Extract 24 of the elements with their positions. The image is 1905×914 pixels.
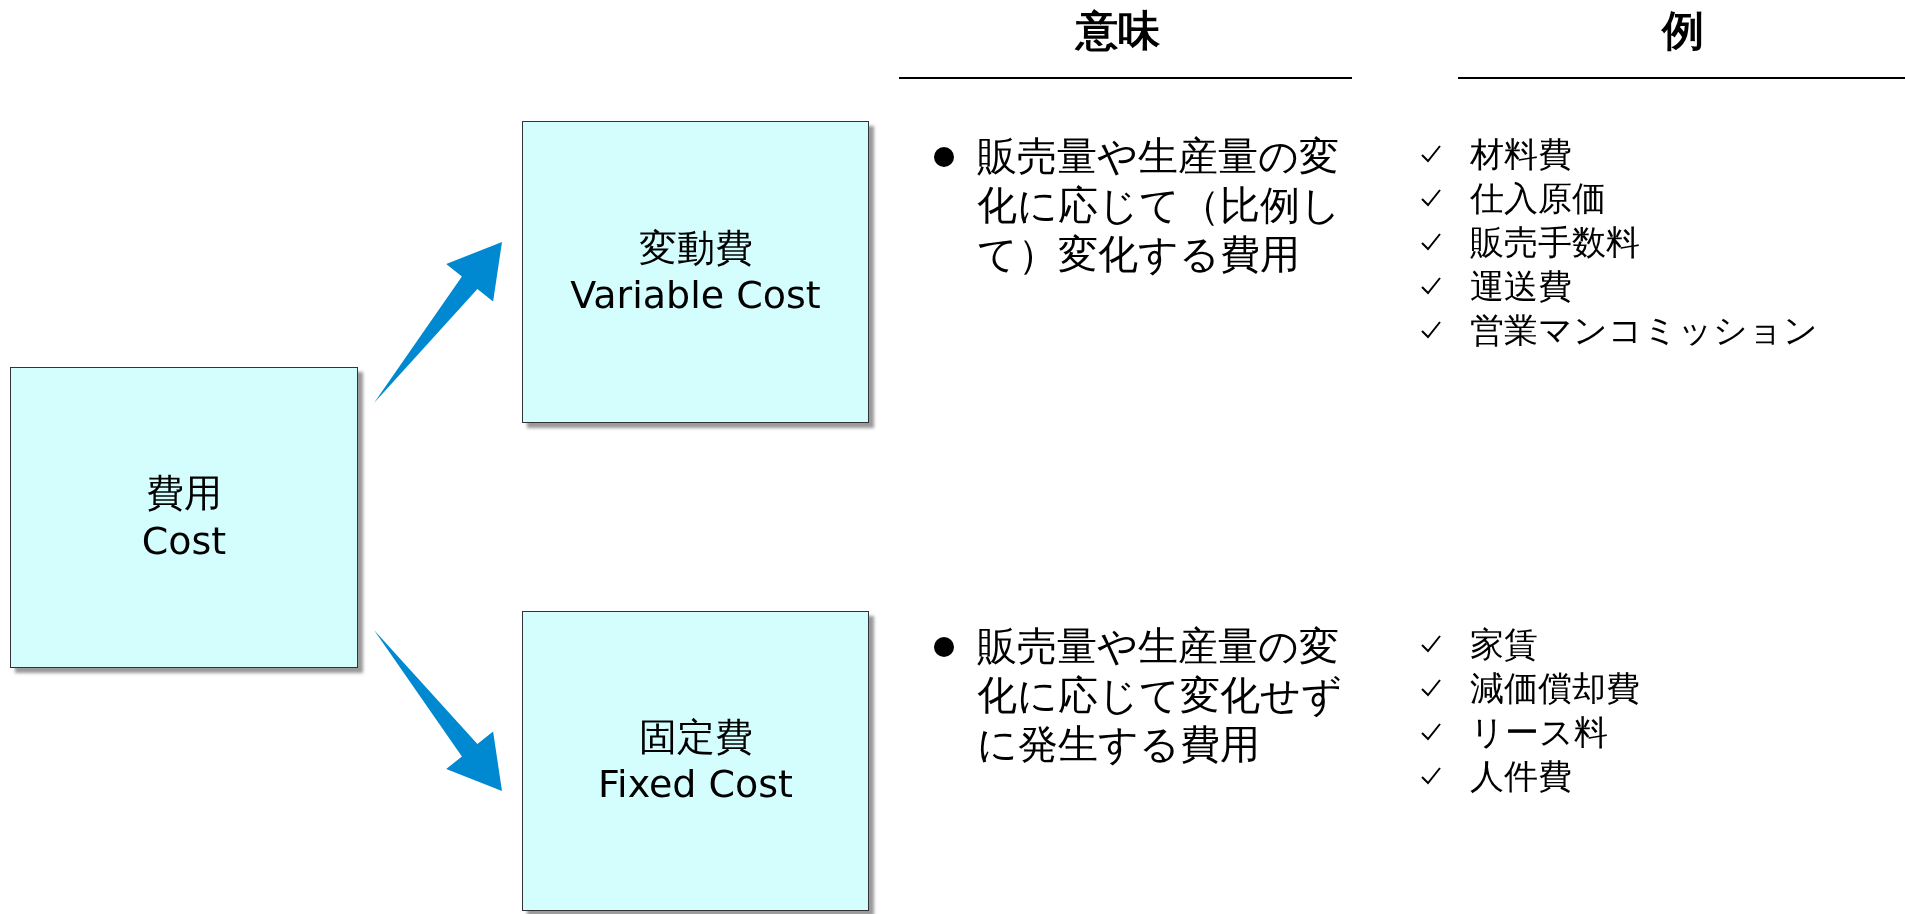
example-item: 営業マンコミッション xyxy=(1470,309,1818,351)
example-item: 人件費 xyxy=(1470,755,1572,797)
example-item: 販売手数料 xyxy=(1470,221,1640,263)
box-label: Variable Cost xyxy=(570,272,821,319)
cost-box xyxy=(522,611,869,911)
example-item: 仕入原価 xyxy=(1470,177,1606,219)
meaning-text: 販売量や生産量の変化に応じて（比例して）変化する費用 xyxy=(977,132,1342,279)
column-header: 例 xyxy=(1662,10,1704,52)
box-label: Cost xyxy=(141,517,227,565)
box-label: 費用 xyxy=(146,470,222,517)
example-item: 減価償却費 xyxy=(1470,667,1640,709)
cost-box xyxy=(10,367,358,668)
example-item: 運送費 xyxy=(1470,265,1572,307)
example-item: 材料費 xyxy=(1470,133,1572,175)
arrow xyxy=(374,630,502,791)
column-header: 意味 xyxy=(1076,10,1160,52)
arrow xyxy=(374,242,502,403)
box-label: Fixed Cost xyxy=(598,761,793,808)
cost-box xyxy=(522,121,869,423)
example-item: リース料 xyxy=(1470,711,1608,753)
meaning-text: 販売量や生産量の変化に応じて変化せずに発生する費用 xyxy=(977,622,1343,769)
box-label: 変動費 xyxy=(638,224,753,272)
box-label: 固定費 xyxy=(638,713,753,761)
example-item: 家賃 xyxy=(1470,623,1538,665)
